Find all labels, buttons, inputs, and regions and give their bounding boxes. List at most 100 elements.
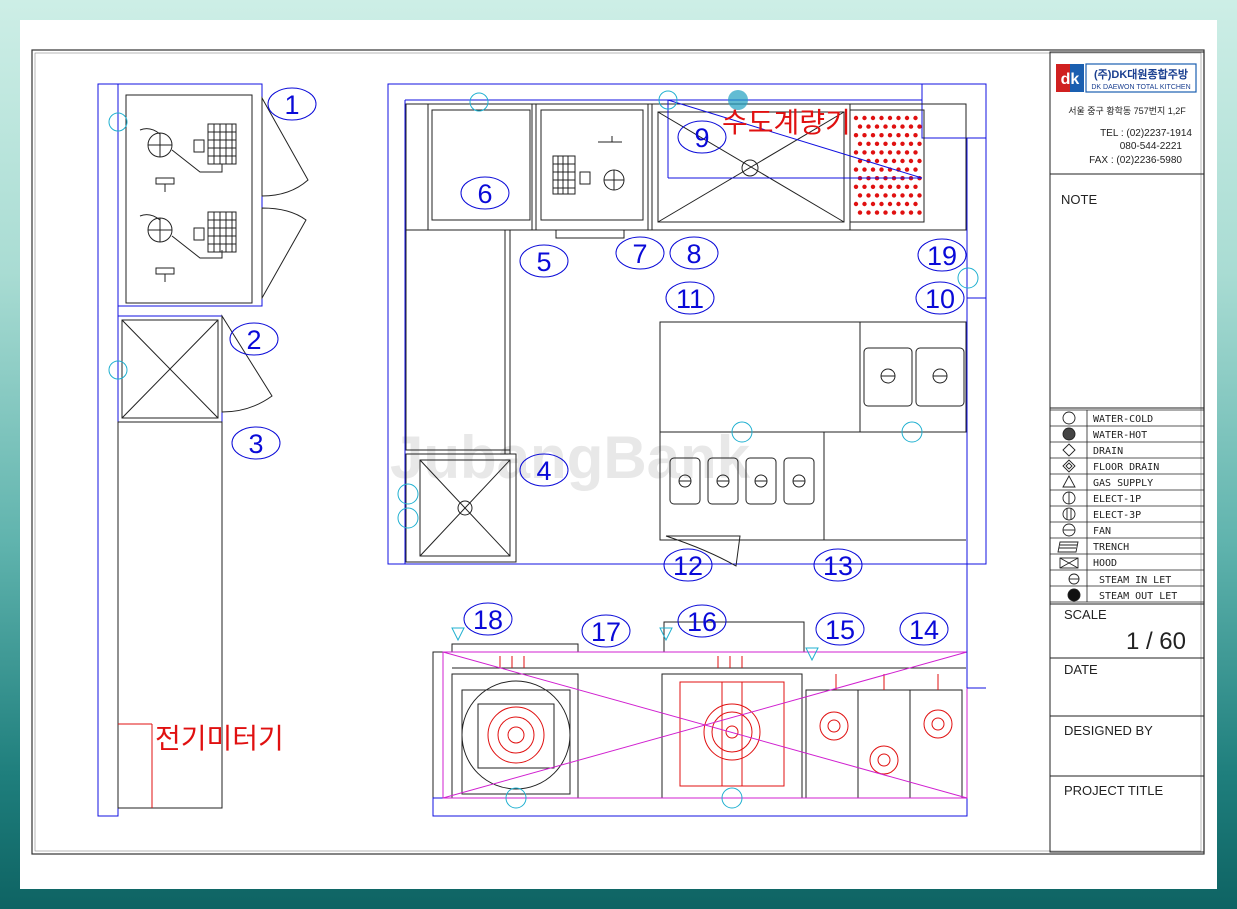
equipment-number-5: 5	[536, 247, 551, 277]
equipment-number-14: 14	[909, 615, 939, 645]
perforation-dot	[883, 141, 888, 146]
watermark: JubangBank	[390, 424, 751, 491]
perforation-dot	[879, 184, 884, 189]
perforation-dot	[908, 210, 914, 215]
equipment-number-6: 6	[477, 179, 492, 209]
perforation-dot	[900, 193, 905, 198]
title-block	[1049, 51, 1205, 853]
perforation-dot	[891, 124, 897, 129]
perforation-dot	[917, 210, 922, 215]
scale-label: SCALE	[1064, 607, 1107, 622]
water-cold-icon	[1062, 411, 1076, 425]
legend-label-water-cold: WATER-COLD	[1093, 414, 1153, 425]
perforation-dot	[874, 193, 880, 198]
legend-label-water-hot: WATER-HOT	[1093, 430, 1147, 441]
legend-label-fan: FAN	[1093, 526, 1111, 537]
perforation-dot	[853, 115, 859, 121]
perforation-dot	[917, 193, 922, 198]
perforation-dot	[853, 133, 859, 138]
gas-supply-icon	[1062, 475, 1076, 488]
perforation-dot	[917, 141, 922, 146]
perforation-dot	[917, 158, 922, 164]
perforation-dot	[900, 210, 905, 215]
water-hot-symbol	[728, 90, 748, 110]
perforation-dot	[891, 158, 897, 164]
water-hot-icon	[1062, 427, 1076, 441]
legend-label-steam-outlet: STEAM OUT LET	[1099, 591, 1177, 602]
legend-label-floor-drain: FLOOR DRAIN	[1093, 462, 1159, 473]
perforated-shelf	[853, 115, 922, 215]
perforation-dot	[913, 133, 918, 138]
equipment-number-11: 11	[676, 284, 704, 314]
perforation-dot	[879, 150, 884, 155]
hood-icon	[1059, 557, 1079, 569]
perforation-dot	[862, 150, 867, 155]
perforation-dot	[900, 141, 905, 146]
perforation-dot	[874, 141, 880, 146]
equipment-number-13: 13	[823, 551, 853, 581]
perforation-dot	[904, 150, 910, 155]
legend-label-elect-3p: ELECT-3P	[1093, 510, 1141, 521]
equipment-number-7: 7	[632, 239, 647, 269]
perforation-dot	[887, 150, 893, 155]
water-meter-lines	[667, 99, 986, 689]
perforation-dot	[862, 184, 867, 189]
equipment-number-17: 17	[591, 617, 621, 647]
perforation-dot	[908, 158, 914, 164]
left-counter	[405, 229, 517, 563]
legend-label-elect-1p: ELECT-1P	[1093, 494, 1141, 505]
perforation-dot	[870, 133, 876, 138]
perforation-dot	[896, 201, 901, 207]
perforation-dot	[870, 150, 876, 155]
main-room-walls	[387, 83, 987, 565]
perforation-dot	[900, 124, 905, 129]
floor-plan-drawing: JubangBank	[31, 49, 1205, 855]
note-label: NOTE	[1061, 192, 1097, 207]
drain-icon	[1062, 443, 1076, 457]
perforation-dot	[857, 210, 863, 215]
perforation-dot	[896, 184, 901, 189]
perforation-dot	[891, 210, 897, 215]
perforation-dot	[879, 133, 884, 138]
perforation-dot	[913, 201, 918, 207]
equipment-number-2: 2	[246, 325, 261, 355]
equipment-number-1: 1	[284, 90, 299, 120]
perforation-dot	[908, 141, 914, 146]
perforation-dot	[870, 184, 876, 189]
perforation-dot	[870, 167, 876, 172]
floor-drain-icon	[1062, 459, 1076, 473]
trench-icon	[1057, 541, 1079, 553]
perforation-dot	[870, 201, 876, 207]
steam-outlet-icon	[1067, 588, 1081, 602]
company-address: 서울 중구 황학동 757번지 1,2F	[1068, 106, 1186, 116]
perforation-dot	[870, 115, 876, 121]
perforation-dot	[883, 158, 888, 164]
company-tel: TEL : (02)2237-1914	[1100, 128, 1192, 139]
perforation-dot	[896, 150, 901, 155]
company-fax: FAX : (02)2236-5980	[1089, 155, 1182, 166]
perforation-dot	[857, 141, 863, 146]
perforation-dot	[879, 201, 884, 207]
project-title-label: PROJECT TITLE	[1064, 783, 1164, 798]
perforation-dot	[866, 193, 871, 198]
perforation-dot	[908, 124, 914, 129]
drawing-sheet: JubangBank	[20, 20, 1217, 889]
legend-label-trench: TRENCH	[1093, 542, 1129, 553]
perforation-dot	[879, 167, 884, 172]
legend-label-hood: HOOD	[1093, 558, 1117, 569]
perforation-dot	[874, 124, 880, 129]
company-name: (주)DK대원종합주방	[1094, 67, 1188, 81]
equipment-numbers	[229, 87, 967, 648]
equipment-number-8: 8	[686, 239, 701, 269]
perforation-dot	[853, 184, 859, 189]
company-mobile: 080-544-2221	[1120, 141, 1183, 152]
perforation-dot	[904, 167, 910, 172]
perforation-dot	[866, 141, 871, 146]
legend-labels: WATER-COLD WATER-HOT DRAIN FLOOR DRAIN G…	[1093, 414, 1177, 602]
company-logo: dk (주)DK대원종합주방 DK DAEWON TOTAL KITCHEN	[1056, 63, 1197, 93]
legend-icons	[1057, 411, 1081, 602]
perforation-dot	[904, 133, 910, 138]
perforation-dot	[887, 115, 893, 121]
bottom-cooking-line	[432, 621, 968, 817]
equipment-number-labels: 1 2 3 4 5 6 7 8 9 10 11 12 13 14 15 16 1…	[246, 90, 957, 647]
